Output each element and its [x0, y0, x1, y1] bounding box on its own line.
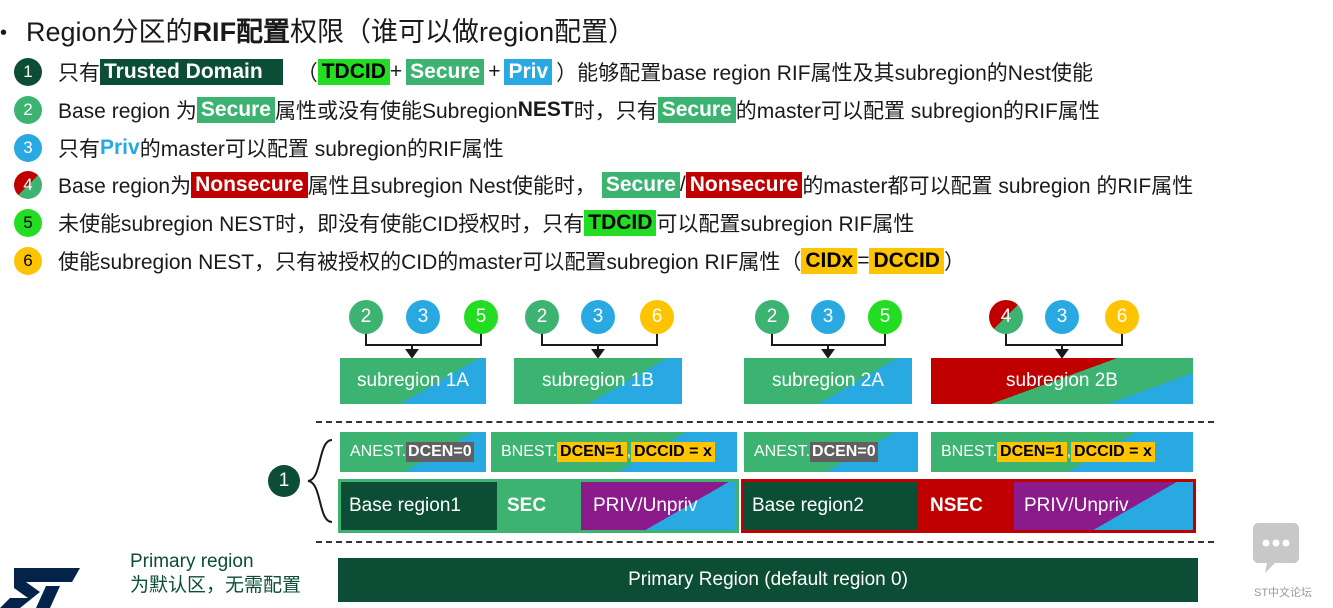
brace-number-badge: 1	[268, 465, 300, 497]
st-logo	[0, 568, 80, 608]
base-region-2-sec: NSEC	[918, 482, 1014, 530]
rule-1: 1 只有 Trusted Domain （ TDCID + Secure + P…	[14, 57, 1093, 87]
number-badge-2: 2	[14, 96, 42, 124]
base-region-2: Base region2 NSEC PRIV/Unpriv	[741, 479, 1196, 533]
number-badge-4: 4	[14, 171, 42, 199]
subregion-1a-box: subregion 1A	[340, 358, 486, 404]
nest-config-2b: BNEST.DCEN=1, DCCID = x	[931, 432, 1193, 472]
number-badge-5: 5	[14, 209, 42, 237]
forum-watermark-label: ST中文论坛	[1254, 587, 1313, 599]
group-1a-circle-2: 3	[406, 300, 440, 334]
rule-4: 4 Base region为 Nonsecure 属性且subregion Ne…	[14, 170, 1193, 200]
dashed-divider-top	[316, 421, 1214, 423]
subregion-2b-box: subregion 2B	[931, 358, 1193, 404]
base-region-1-name: Base region1	[341, 482, 497, 530]
group-2a-circle-3: 5	[868, 300, 902, 334]
group-2a-circle-2: 3	[811, 300, 845, 334]
group-1a-circle-3: 5	[464, 300, 498, 334]
group-2a-circle-1: 2	[755, 300, 789, 334]
primary-region-bar: Primary Region (default region 0)	[338, 558, 1198, 602]
rule-3: 3 只有 Priv 的master可以配置 subregion的RIF属性	[14, 133, 504, 163]
group-2b-circle-2: 3	[1045, 300, 1079, 334]
dashed-divider-bottom	[316, 541, 1214, 543]
number-badge-3: 3	[14, 134, 42, 162]
subregion-1b-box: subregion 1B	[514, 358, 682, 404]
bullet-dot: •	[0, 22, 8, 45]
number-badge-6: 6	[14, 247, 42, 275]
base-region-2-name: Base region2	[744, 482, 918, 530]
group-2b-circle-3: 6	[1105, 300, 1139, 334]
group-1b-circle-3: 6	[640, 300, 674, 334]
base-region-1-priv: PRIV/Unpriv	[581, 482, 736, 530]
nest-config-1a: ANEST.DCEN=0	[340, 432, 486, 472]
base-region-1-sec: SEC	[497, 482, 581, 530]
rule-2: 2 Base region 为 Secure 属性或没有使能Subregion …	[14, 95, 1100, 125]
chat-bubble-icon	[1253, 523, 1299, 573]
nest-config-1b: BNEST.DCEN=1, DCCID = x	[491, 432, 737, 472]
primary-region-note: Primary region 为默认区，无需配置	[130, 551, 302, 596]
group-1a-circle-1: 2	[349, 300, 383, 334]
group-2b-circle-1: 4	[989, 300, 1023, 334]
group-1b-circle-2: 3	[581, 300, 615, 334]
slide-title: •Region分区的RIF配置权限（谁可以做region配置）	[0, 17, 636, 47]
base-region-2-priv: PRIV/Unpriv	[1014, 482, 1193, 530]
group-1b-circle-1: 2	[525, 300, 559, 334]
rule-5: 5 未使能subregion NEST时，即没有使能CID授权时，只有 TDCI…	[14, 208, 914, 238]
nest-config-2a: ANEST.DCEN=0	[744, 432, 918, 472]
rule-6: 6 使能subregion NEST，只有被授权的CID的master可以配置s…	[14, 246, 965, 276]
subregion-2a-box: subregion 2A	[744, 358, 912, 404]
base-region-1: Base region1 SEC PRIV/Unpriv	[338, 479, 739, 533]
number-badge-1: 1	[14, 58, 42, 86]
